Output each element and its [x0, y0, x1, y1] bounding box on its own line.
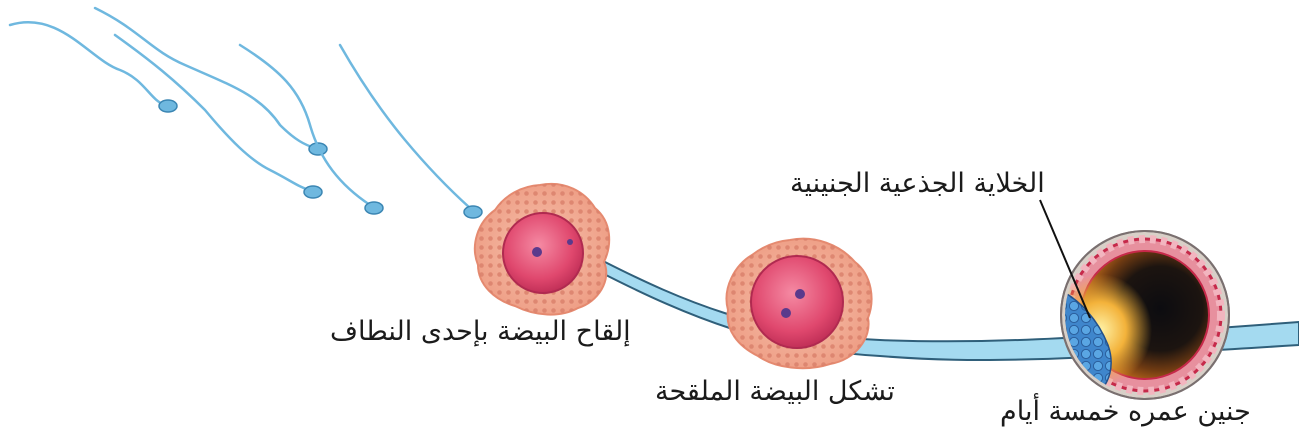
sperm-5 [340, 45, 482, 218]
label-stem-cells: الخلاية الجذعية الجنينية [790, 168, 1045, 199]
zygote [727, 239, 872, 368]
label-fertilization: إلقاح البيضة بإحدى النطاف [330, 316, 631, 347]
label-zygote: تشكل البيضة الملقحة [655, 376, 895, 407]
blastocyst [1048, 231, 1229, 399]
sperm-cells [10, 8, 482, 218]
egg-fertilization [475, 184, 609, 315]
sperm-2 [95, 8, 327, 155]
sperm-1 [10, 22, 177, 112]
label-embryo-five-days: جنين عمره خمسة أيام [1000, 396, 1251, 427]
sperm-3 [115, 35, 322, 198]
